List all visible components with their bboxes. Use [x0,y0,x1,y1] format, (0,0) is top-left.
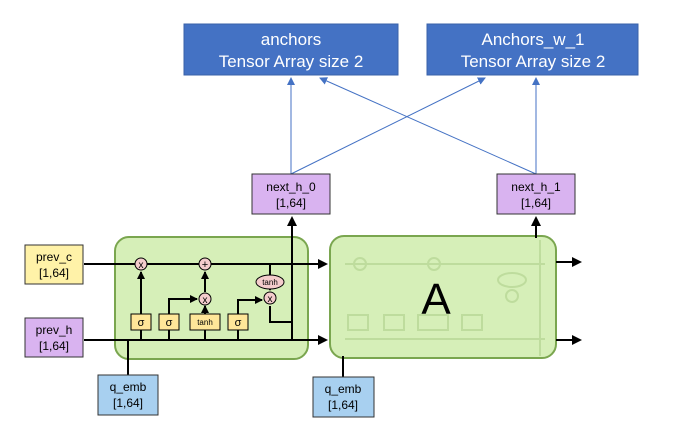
multiply-icon: x [268,294,273,305]
cell-add-op: + [198,257,212,271]
q-emb-box-1: q_emb [1,64] [97,374,159,416]
anchors-tensor-box: anchors Tensor Array size 2 [183,23,399,76]
prev-c-box: prev_c [1,64] [24,244,84,285]
prev-h-shape: [1,64] [39,339,69,353]
q-emb-2-label: q_emb [325,382,362,396]
anchors-title: anchors [261,30,321,49]
cell-a-faded-internals [345,240,545,356]
forget-multiply-op: x [134,257,148,271]
prev-c-shape: [1,64] [39,266,69,280]
output-multiply-op: x [263,291,277,305]
sigma-label: σ [235,317,242,329]
tanh-label: tanh [262,278,278,287]
anchors-w1-subtitle: Tensor Array size 2 [461,52,606,71]
next-h1-shape: [1,64] [521,196,551,210]
next-h0-label: next_h_0 [266,180,316,194]
prev-c-label: prev_c [36,250,72,264]
cell-tanh-op: tanh [255,274,285,290]
prev-h-box: prev_h [1,64] [24,317,84,358]
cell-a-label: A [421,275,451,324]
arrow-h1-to-anchors [319,77,537,175]
forget-gate-sigma: σ [130,313,152,331]
next-h1-box: next_h_1 [1,64] [496,173,576,215]
tanh-gate-label: tanh [197,318,213,327]
q-emb-box-2: q_emb [1,64] [312,376,375,418]
tensor-connection-arrows [287,77,540,175]
candidate-gate-tanh: tanh [189,313,221,331]
q-emb-1-shape: [1,64] [113,396,143,410]
input-multiply-op: x [198,292,212,306]
multiply-icon: x [203,295,208,306]
anchors-subtitle: Tensor Array size 2 [219,52,364,71]
next-h1-label: next_h_1 [511,180,561,194]
arrow-h0-to-anchors-w1 [290,77,486,175]
multiply-icon: x [139,260,144,271]
cell-0-wiring [127,216,297,376]
add-icon: + [202,259,208,271]
sigma-label: σ [138,317,145,329]
prev-h-label: prev_h [36,323,73,337]
anchors-w1-tensor-box: Anchors_w_1 Tensor Array size 2 [426,23,639,76]
q-emb-1-label: q_emb [110,380,147,394]
next-h0-box: next_h_0 [1,64] [251,173,331,215]
next-h0-shape: [1,64] [276,196,306,210]
sigma-label: σ [166,317,173,329]
output-gate-sigma: σ [227,313,249,331]
anchors-w1-title: Anchors_w_1 [481,30,584,49]
lstm-cell-a: A [329,235,557,359]
q-emb-2-shape: [1,64] [328,398,358,412]
input-gate-sigma: σ [158,313,180,331]
